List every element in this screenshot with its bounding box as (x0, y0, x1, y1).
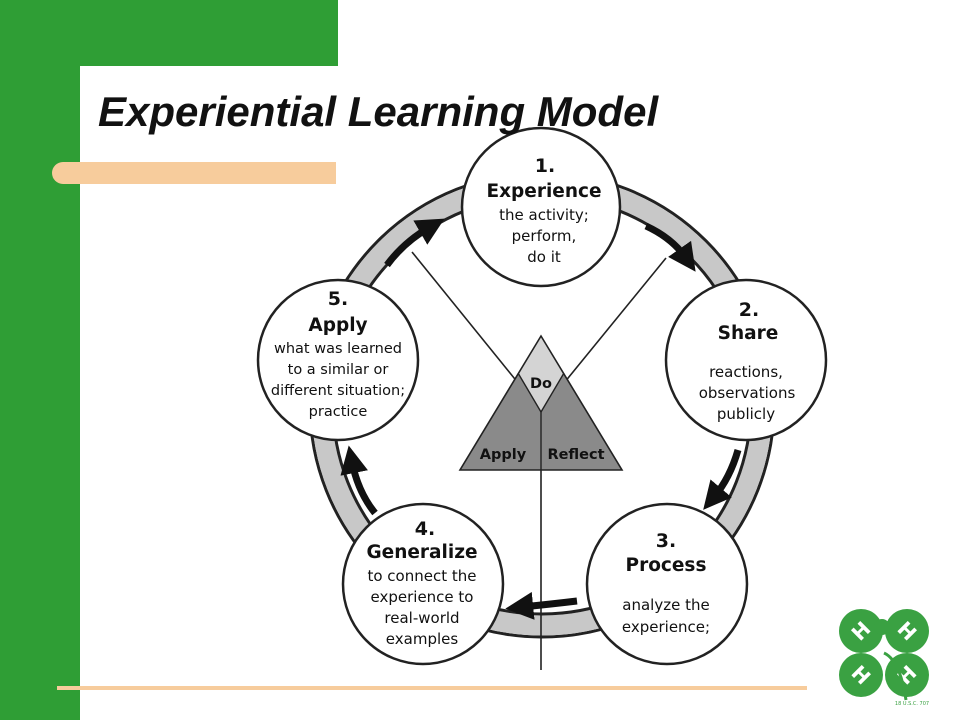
logo-legal-text: 18 U.S.C. 707 (895, 701, 929, 707)
stage-desc-line: observations (699, 384, 796, 402)
cycle-arrows (340, 218, 742, 620)
stage-circle (664, 278, 828, 442)
stage-desc-line: experience; (622, 618, 710, 636)
stage-name: Apply (308, 315, 367, 336)
stage-desc-line: practice (309, 404, 368, 420)
triangle-divider-right (540, 372, 565, 413)
do-reflect-apply-triangle: Do Apply Reflect (458, 334, 624, 471)
stage-process: 3. Process analyze the experience; (585, 502, 749, 666)
stage-circle (585, 502, 749, 666)
footer-rule (57, 686, 807, 690)
stage-circle (460, 126, 622, 288)
triangle-divider-left (517, 372, 542, 413)
arrow-experience-to-share (644, 222, 696, 272)
arrow-apply-to-experience (384, 218, 445, 268)
triangle-label-reflect: Reflect (547, 447, 604, 463)
stage-desc-line: the activity; (499, 206, 589, 224)
stage-generalize: 4. Generalize to connect the experience … (341, 502, 505, 666)
stage-desc-line: real-world (384, 609, 459, 627)
stage-name: Process (626, 555, 707, 576)
triangle-label-do: Do (530, 376, 552, 392)
stage-circle (341, 502, 505, 666)
page-title: Experiential Learning Model (98, 88, 659, 135)
stage-desc-line: different situation; (271, 383, 405, 399)
stage-number: 1. (535, 155, 555, 177)
clover-stem (883, 651, 908, 701)
clover-leaf: H (839, 653, 883, 697)
stage-desc-line: do it (527, 248, 561, 266)
stage-desc-line: to connect the (367, 567, 476, 585)
four-leaf-clover-logo: H H H H 18 U.S.C. 707 (839, 609, 929, 707)
stage-desc-line: analyze the (622, 596, 709, 614)
stage-desc-line: to a similar or (288, 362, 389, 378)
stage-number: 4. (415, 518, 435, 540)
stage-name: Experience (486, 181, 601, 202)
clover-leaf: H (839, 609, 890, 653)
stage-number: 5. (328, 288, 348, 310)
stage-apply: 5. Apply what was learned to a similar o… (256, 278, 420, 442)
stage-desc-line: publicly (717, 405, 775, 423)
stage-share: 2. Share reactions, observations publicl… (664, 278, 828, 442)
stage-number: 2. (739, 299, 759, 321)
title-underline-bar (52, 162, 336, 184)
stage-experience: 1. Experience the activity; perform, do … (460, 126, 622, 288)
stage-desc-line: reactions, (709, 363, 783, 381)
stage-name: Generalize (366, 542, 477, 563)
stage-desc-line: experience to (371, 588, 474, 606)
stage-number: 3. (656, 530, 676, 552)
top-green-band (0, 0, 338, 66)
clover-leaf: H (885, 609, 929, 653)
left-green-band (0, 0, 80, 720)
arrow-generalize-to-apply (340, 445, 378, 516)
stage-desc-line: perform, (512, 227, 577, 245)
arrow-process-to-generalize (505, 591, 578, 620)
triangle-label-apply: Apply (480, 447, 527, 463)
stage-circle (256, 278, 420, 442)
stage-desc-line: examples (386, 630, 459, 648)
content-corner (80, 66, 340, 126)
stage-desc-line: what was learned (274, 341, 402, 357)
stage-name: Share (718, 323, 779, 344)
arrow-share-to-process (703, 449, 742, 510)
